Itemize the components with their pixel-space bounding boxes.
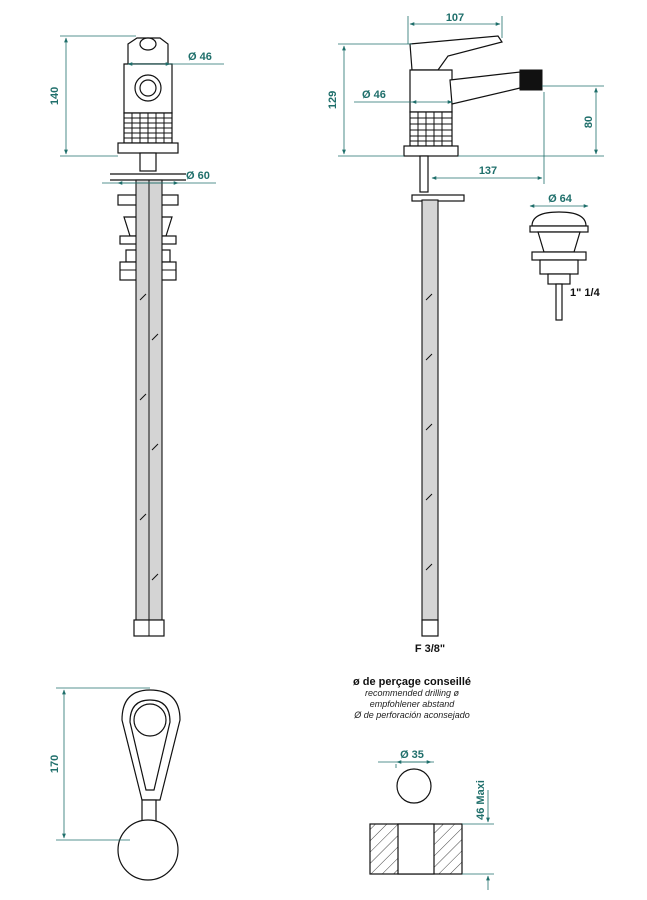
dim-waste-diameter-text: Ø 64 — [548, 193, 573, 205]
dim-side-top-width: 107 — [407, 12, 503, 44]
dim-side-diameter: Ø 46 — [354, 89, 453, 104]
drilling-note-de: empfohlener abstand — [370, 699, 456, 709]
dim-front-top-diameter-text: Ø 46 — [188, 51, 212, 63]
waste-detail: Ø 64 1" 1/4 — [529, 193, 601, 321]
dim-front-base-diameter-text: Ø 60 — [186, 170, 210, 182]
dim-front-base-diameter: Ø 60 — [102, 170, 216, 185]
dim-spout-reach: 137 — [431, 92, 545, 184]
drilling-note: ø de perçage conseillé recommended drill… — [353, 676, 471, 720]
dim-side-top-width-text: 107 — [446, 12, 464, 24]
drilling-note-title: ø de perçage conseillé — [353, 676, 471, 688]
dim-spout-height: 80 — [458, 85, 604, 157]
dim-front-height-text: 140 — [49, 87, 61, 105]
dim-spout-height-text: 80 — [583, 116, 595, 128]
hose-connection-label: F 3/8" — [415, 643, 445, 655]
front-mixer-body — [117, 37, 179, 154]
drilling-note-es: Ø de perforación aconsejado — [353, 710, 470, 720]
side-hose — [411, 155, 465, 637]
waste-thread-label: 1" 1/4 — [570, 287, 601, 299]
dim-spout-reach-text: 137 — [479, 165, 497, 177]
dim-deck-thickness-text: 46 Maxi — [475, 780, 487, 820]
drilling-note-en: recommended drilling ø — [365, 688, 460, 698]
dim-side-height-text: 129 — [327, 91, 339, 109]
dim-side-diameter-text: Ø 46 — [362, 89, 386, 101]
drilling-detail: Ø 35 46 Maxi — [369, 749, 494, 890]
side-view: F 3/8" 107 129 Ø 46 80 — [327, 12, 604, 655]
front-hoses — [133, 179, 165, 637]
dim-plan-length-text: 170 — [49, 755, 61, 773]
front-view: 140 Ø 46 Ø 60 — [49, 35, 224, 637]
dim-side-height: 129 — [327, 43, 412, 157]
side-mixer-body — [403, 35, 543, 157]
dim-front-height: 140 — [49, 35, 136, 157]
dim-front-top-diameter: Ø 46 — [127, 51, 224, 66]
plan-view: 170 — [49, 687, 181, 881]
dim-hole-diameter-text: Ø 35 — [400, 749, 424, 761]
